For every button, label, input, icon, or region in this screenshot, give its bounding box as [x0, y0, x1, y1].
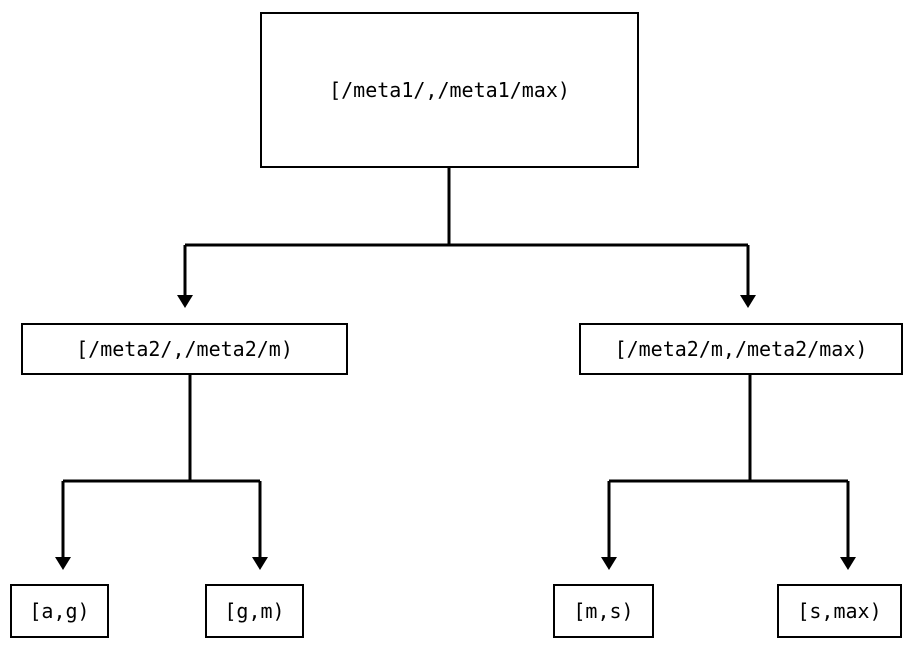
arrowhead-icon-leaf-0 [55, 557, 71, 570]
tree-node-child-right-label: [/meta2/m,/meta2/max) [614, 337, 868, 361]
tree-node-leaf-0[interactable]: [a,g) [10, 584, 109, 638]
tree-node-child-right[interactable]: [/meta2/m,/meta2/max) [579, 323, 903, 375]
tree-node-leaf-1-label: [g,m) [224, 599, 285, 623]
tree-node-leaf-2-label: [m,s) [573, 599, 634, 623]
tree-node-root-label: [/meta1/,/meta1/max) [329, 78, 570, 102]
tree-node-leaf-3-label: [s,max) [797, 599, 882, 623]
arrowhead-icon-leaf-2 [601, 557, 617, 570]
arrowhead-icon-leaf-1 [252, 557, 268, 570]
arrowhead-icon-child-left [177, 295, 193, 308]
tree-node-root[interactable]: [/meta1/,/meta1/max) [260, 12, 639, 168]
tree-node-child-left-label: [/meta2/,/meta2/m) [76, 337, 293, 361]
tree-node-leaf-0-label: [a,g) [29, 599, 90, 623]
arrowhead-icon-leaf-3 [840, 557, 856, 570]
tree-node-leaf-1[interactable]: [g,m) [205, 584, 304, 638]
tree-node-leaf-2[interactable]: [m,s) [553, 584, 654, 638]
tree-node-leaf-3[interactable]: [s,max) [777, 584, 902, 638]
tree-node-child-left[interactable]: [/meta2/,/meta2/m) [21, 323, 348, 375]
arrowhead-icon-child-right [740, 295, 756, 308]
